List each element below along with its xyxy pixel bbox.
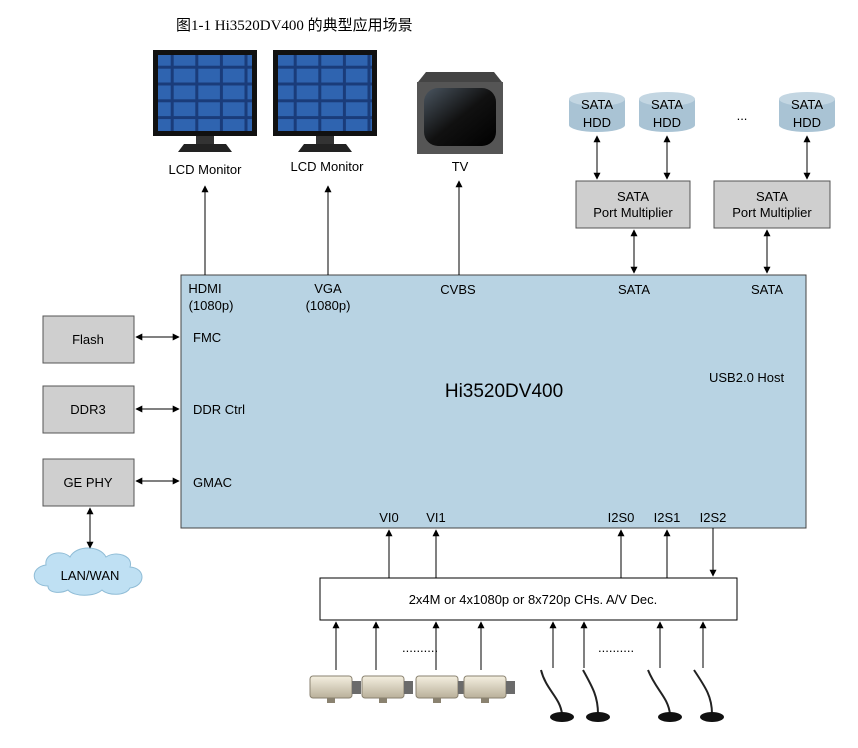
soc-usb-label: USB2.0 Host: [709, 370, 785, 385]
camera-3-icon: [415, 675, 467, 703]
flash-box: [42, 315, 135, 364]
soc-gmac-label: GMAC: [193, 475, 232, 490]
port-multiplier-1-label-1: SATA: [617, 189, 649, 204]
soc-vga-sub-label: (1080p): [306, 298, 351, 313]
mic-dots: ..........: [598, 640, 634, 655]
soc-vi0-label: VI0: [379, 510, 399, 525]
soc-box: [180, 274, 807, 529]
soc-cvbs-label: CVBS: [440, 282, 476, 297]
hdd-1-icon: [569, 92, 625, 132]
camera-1-icon: [309, 675, 361, 703]
hdd-ellipsis: ...: [737, 108, 748, 123]
hdd-3-icon: [779, 92, 835, 132]
ddr3-label: DDR3: [70, 402, 105, 417]
soc-fmc-label: FMC: [193, 330, 221, 345]
microphone-3-icon: [647, 669, 682, 722]
port-multiplier-2-label-1: SATA: [756, 189, 788, 204]
soc-i2s2-label: I2S2: [700, 510, 727, 525]
figure-caption: 图1-1 Hi3520DV400 的典型应用场景: [176, 16, 413, 34]
port-multiplier-1-box: [575, 180, 691, 229]
tv-label: TV: [452, 159, 469, 174]
hdd-1-label-2: HDD: [583, 115, 611, 130]
tv-icon: [417, 72, 503, 154]
camera-2-icon: [361, 675, 413, 703]
port-multiplier-2-label-2: Port Multiplier: [732, 205, 812, 220]
camera-dots: ..........: [402, 640, 438, 655]
lcd-monitor-1-label: LCD Monitor: [169, 162, 243, 177]
cloud-icon: [33, 547, 143, 596]
lcd-monitor-2-icon: [273, 50, 377, 152]
hdd-2-label-1: SATA: [651, 97, 683, 112]
soc-i2s1-label: I2S1: [654, 510, 681, 525]
soc-ddr-ctrl-label: DDR Ctrl: [193, 402, 245, 417]
hdd-3-label-2: HDD: [793, 115, 821, 130]
soc-vi1-label: VI1: [426, 510, 446, 525]
hdd-2-label-2: HDD: [653, 115, 681, 130]
soc-hdmi-label: HDMI: [188, 281, 221, 296]
lcd-monitor-1-icon: [153, 50, 257, 152]
soc-sata-2-label: SATA: [751, 282, 783, 297]
microphone-4-icon: [693, 669, 724, 722]
ddr3-box: [42, 385, 135, 434]
decoder-label: 2x4M or 4x1080p or 8x720p CHs. A/V Dec.: [409, 592, 658, 607]
soc-vga-label: VGA: [314, 281, 342, 296]
microphone-1-icon: [540, 669, 574, 722]
soc-name: Hi3520DV400: [445, 381, 563, 402]
hdd-3-label-1: SATA: [791, 97, 823, 112]
soc-hdmi-sub-label: (1080p): [189, 298, 234, 313]
ge-phy-label: GE PHY: [63, 475, 112, 490]
ge-phy-box: [42, 458, 135, 507]
hdd-1-label-1: SATA: [581, 97, 613, 112]
soc-i2s0-label: I2S0: [608, 510, 635, 525]
decoder-box: [319, 577, 738, 621]
lan-wan-label: LAN/WAN: [61, 568, 120, 583]
lcd-monitor-2-label: LCD Monitor: [291, 159, 365, 174]
port-multiplier-1-label-2: Port Multiplier: [593, 205, 673, 220]
camera-4-icon: [463, 675, 515, 703]
hdd-2-icon: [639, 92, 695, 132]
flash-label: Flash: [72, 332, 104, 347]
port-multiplier-2-box: [713, 180, 831, 229]
microphone-2-icon: [582, 669, 610, 722]
soc-sata-1-label: SATA: [618, 282, 650, 297]
